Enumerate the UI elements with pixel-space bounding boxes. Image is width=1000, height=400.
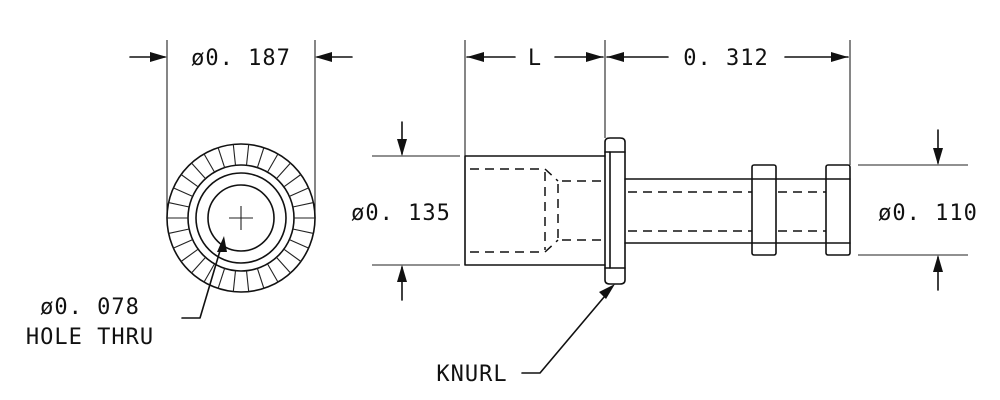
body-chamfer-hidden-bottom [544,239,559,253]
shank-arrow-right [831,52,848,62]
knurl-flange-outline [604,137,626,285]
knurl-tick [217,147,226,168]
knurl-tick [289,239,309,249]
length-arrow-right [586,52,603,62]
body-chamfer-hidden-top [544,168,559,182]
knurl-tick [267,263,279,283]
knurl-tick [168,228,190,234]
shank-dia-label: ø0. 110 [878,201,978,226]
hole-label-line2: HOLE THRU [26,325,154,350]
knurl-tick [203,153,215,173]
body-outline [464,155,606,266]
side-view: L 0. 312 [351,40,978,387]
dia-arrow-right [315,52,332,62]
body-dia-arrow-bottom [397,265,407,282]
hole-circle [207,184,275,252]
collar-one [751,164,777,256]
knurl-tick [245,144,250,166]
knurl-tick [168,202,190,208]
knurl-tick [180,174,199,188]
knurl-leader-arrow [599,284,615,299]
body-dia-label: ø0. 135 [351,201,451,226]
knurl-tick [267,153,279,173]
knurl-tick [173,239,193,249]
shank-length-label: 0. 312 [683,46,768,71]
knurl-tick [217,268,226,289]
knurl-tick [191,257,206,274]
knurl-tick [289,187,309,197]
knurl-leader-line [521,289,611,374]
knurl-tick [283,174,302,188]
knurl-tick [283,248,302,262]
dia-arrow-left [150,52,167,62]
hole-label-line1: ø0. 078 [40,295,140,320]
body-dia-arrow-top [397,139,407,156]
length-arrow-left [467,52,484,62]
hole-leader-arrow [217,236,227,252]
shank-dia-arrow-top [933,148,943,165]
knurl-label: KNURL [436,362,507,387]
shank-arrow-left [607,52,624,62]
knurl-tick [191,162,206,179]
knurl-tick [256,147,265,168]
knurl-tick [203,263,215,283]
knurl-ticks [167,144,315,292]
hole-leader-line [181,243,223,319]
collar-two [825,164,851,256]
knurl-tick [173,187,193,197]
knurl-tick [276,257,291,274]
knurl-tick [292,228,314,234]
knurl-tick [256,268,265,289]
flange-circle [195,172,287,264]
knurl-tick [292,202,314,208]
knurl-tick [232,144,237,166]
end-view: ø0. 187 ø0. 078 HOLE THRU [26,40,353,350]
knurl-tick [232,270,237,292]
knurl-tick [276,162,291,179]
knurl-tick [245,270,250,292]
shank-dia-arrow-bottom [933,255,943,272]
length-label: L [528,46,542,71]
knurl-tick [180,248,199,262]
end-view-dia-label: ø0. 187 [191,46,291,71]
